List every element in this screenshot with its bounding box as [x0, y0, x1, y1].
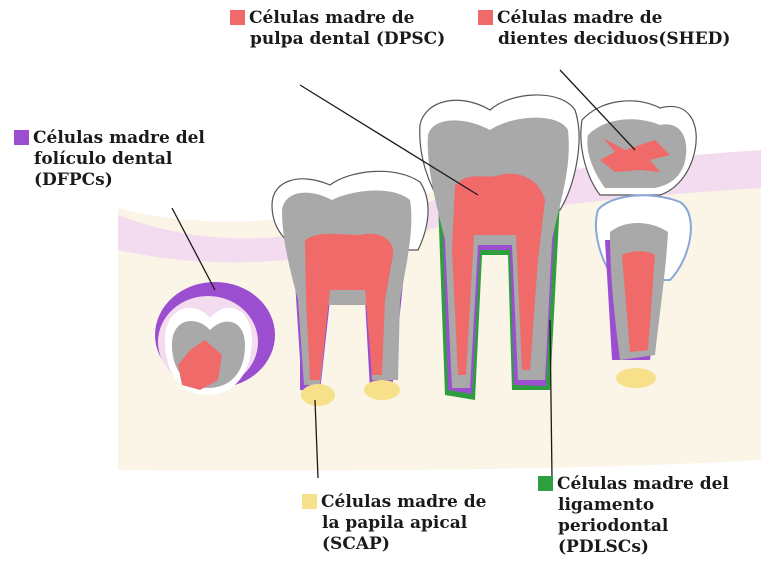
- label-shed-line1: Células madre de: [497, 8, 662, 28]
- label-pdlsc: Células madre del ligamento periodontal …: [538, 474, 729, 558]
- label-pdlsc-line1: Células madre del: [557, 474, 729, 494]
- square-swatch-icon: [14, 130, 29, 145]
- label-dfpc-line3: (DFPCs): [14, 170, 205, 191]
- label-pdlsc-line3: periodontal: [538, 516, 729, 537]
- square-swatch-icon: [230, 10, 245, 25]
- label-pdlsc-line4: (PDLSCs): [538, 537, 729, 558]
- label-scap-line2: la papila apical: [302, 513, 486, 534]
- label-shed-line2: dientes deciduos(SHED): [478, 29, 730, 50]
- label-shed: Células madre de dientes deciduos(SHED): [478, 8, 730, 50]
- label-dfpc-line2: folículo dental: [14, 149, 205, 170]
- label-dpsc: Células madre de pulpa dental (DPSC): [230, 8, 445, 50]
- square-swatch-icon: [478, 10, 493, 25]
- label-dfpc-line1: Células madre del: [33, 128, 205, 148]
- label-dfpc: Células madre del folículo dental (DFPCs…: [14, 128, 205, 191]
- label-scap-line1: Células madre de: [321, 492, 486, 512]
- label-dpsc-line2: pulpa dental (DPSC): [230, 29, 445, 50]
- label-scap-line3: (SCAP): [302, 534, 486, 555]
- square-swatch-icon: [538, 476, 553, 491]
- label-dpsc-line1: Células madre de: [249, 8, 414, 28]
- label-pdlsc-line2: ligamento: [538, 495, 729, 516]
- label-scap: Células madre de la papila apical (SCAP): [302, 492, 486, 555]
- square-swatch-icon: [302, 494, 317, 509]
